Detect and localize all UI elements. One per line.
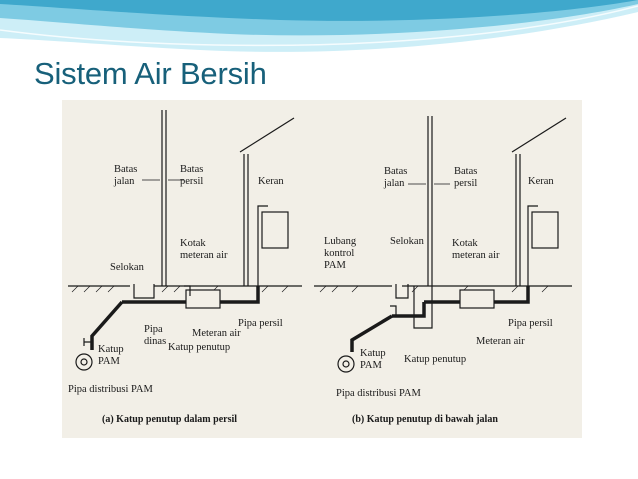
label-batas-persil-b-2: persil (454, 178, 477, 189)
wave-dark (0, 0, 638, 21)
label-katup-penutup-b: Katup penutup (404, 354, 466, 365)
label-keran-a: Keran (258, 176, 284, 187)
water-tank-a (261, 211, 289, 249)
keran-pipe-a (257, 205, 268, 286)
label-kotak-meteran-b-1: Kotak (452, 238, 478, 249)
label-batas-persil-a-1: Batas (180, 164, 203, 175)
label-lubang-kontrol-b-1: Lubang (324, 236, 357, 247)
house-wall-a (243, 154, 249, 286)
keran-pipe-b (527, 205, 538, 286)
label-meteran-air-b: Meteran air (476, 336, 525, 347)
label-batas-jalan-b-2: jalan (383, 178, 405, 189)
label-katup-pam-b-1: Katup (360, 348, 386, 359)
label-pipa-dinas-a-1: Pipa (144, 324, 163, 335)
panel-a-labels: Batas jalan Batas persil Keran Selokan K… (68, 164, 284, 425)
pipa-persil-b (392, 286, 530, 318)
label-pipa-distribusi-b: Pipa distribusi PAM (336, 388, 421, 399)
label-pipa-persil-a: Pipa persil (238, 318, 283, 329)
label-batas-jalan-b-1: Batas (384, 166, 407, 177)
label-kotak-meteran-b-2: meteran air (452, 250, 500, 261)
label-katup-pam-a-1: Katup (98, 344, 124, 355)
ground-hatch-b (319, 285, 549, 293)
pipa-dinas-b (350, 314, 393, 352)
plumbing-diagram: Batas jalan Batas persil Keran Selokan K… (62, 100, 582, 438)
selokan-a (133, 284, 155, 299)
kotak-meteran-a (185, 289, 221, 309)
label-lubang-kontrol-b-3: PAM (324, 260, 346, 271)
label-pipa-dinas-a-2: dinas (144, 336, 166, 347)
label-batas-persil-b-1: Batas (454, 166, 477, 177)
pipa-dinas-a (90, 300, 124, 350)
panel-a (68, 110, 302, 371)
pipa-distribusi-b (337, 355, 355, 373)
label-kotak-meteran-a-2: meteran air (180, 250, 228, 261)
label-meteran-air-a: Meteran air (192, 328, 241, 339)
panel-b-labels: Batas jalan Batas persil Keran Lubang ko… (324, 166, 554, 425)
label-pipa-persil-b: Pipa persil (508, 318, 553, 329)
kotak-meteran-b (459, 289, 495, 309)
label-pipa-distribusi-a: Pipa distribusi PAM (68, 384, 153, 395)
label-kotak-meteran-a-1: Kotak (180, 238, 206, 249)
ground-hatch-a (71, 285, 289, 293)
label-selokan-a: Selokan (110, 262, 145, 273)
label-keran-b: Keran (528, 176, 554, 187)
label-selokan-b: Selokan (390, 236, 425, 247)
selokan-b (395, 284, 409, 299)
pipa-persil-a (122, 286, 260, 304)
katup-pam-a (83, 338, 92, 346)
house-roof-a (239, 117, 295, 153)
label-batas-persil-a-2: persil (180, 176, 203, 187)
paper-background (62, 100, 582, 438)
label-lubang-kontrol-b-2: kontrol (324, 248, 354, 259)
label-batas-jalan-a-2: jalan (113, 176, 135, 187)
label-katup-penutup-a: Katup penutup (168, 342, 230, 353)
wave-line (0, 5, 638, 47)
panel-b (314, 116, 572, 373)
header-wave-decoration (0, 0, 638, 52)
house-wall-b (515, 154, 521, 286)
label-batas-jalan-a-1: Batas (114, 164, 137, 175)
caption-b: (b) Katup penutup di bawah jalan (352, 414, 498, 425)
label-katup-pam-b-2: PAM (360, 360, 382, 371)
pipa-distribusi-a (75, 353, 93, 371)
water-tank-b (531, 211, 559, 249)
house-roof-b (511, 117, 567, 153)
caption-a: (a) Katup penutup dalam persil (102, 414, 237, 425)
slide-title: Sistem Air Bersih (34, 56, 267, 91)
label-katup-pam-a-2: PAM (98, 356, 120, 367)
lubang-kontrol-b (413, 286, 433, 329)
